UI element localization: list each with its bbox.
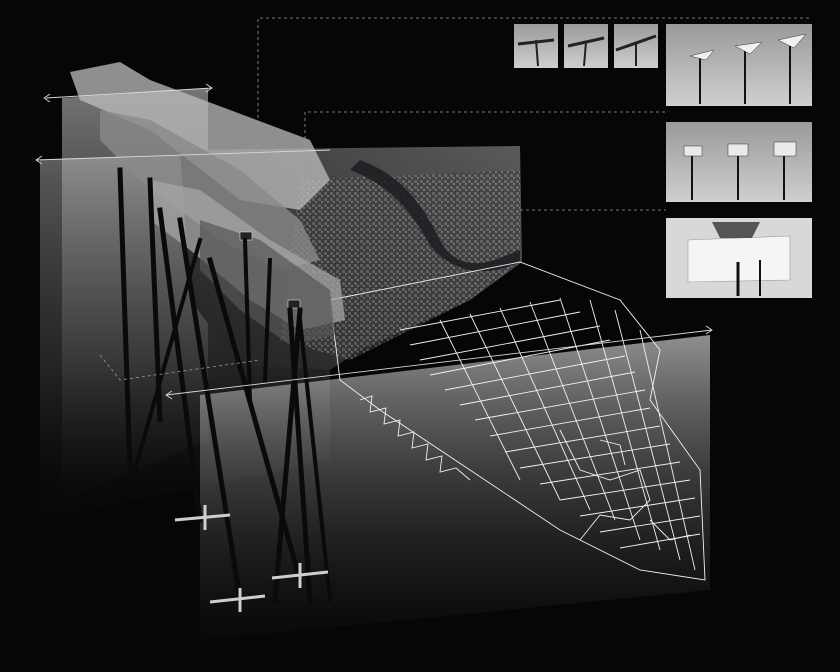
pole [177, 217, 243, 603]
render-panel-poles-a [666, 24, 812, 106]
pole-footings [174, 505, 329, 612]
thumbnail-strip [514, 24, 812, 298]
arrowhead [205, 83, 213, 93]
pole [206, 256, 304, 584]
pole [157, 207, 203, 523]
marker-2 [287, 299, 301, 309]
thumbnail-1 [514, 24, 558, 68]
pole [297, 317, 333, 603]
waterfront-piers [359, 395, 471, 481]
street-grid-b [439, 297, 696, 571]
terrain-mid [100, 110, 320, 270]
thumbnail-3 [614, 24, 658, 68]
render-panel-enclosure [666, 218, 812, 298]
thumbnail-2 [564, 24, 608, 68]
street-grid-c [559, 429, 691, 541]
street-grid-a [399, 299, 701, 549]
footing [209, 594, 266, 604]
terrain-top [70, 62, 330, 210]
arrowhead [165, 390, 173, 400]
pole [242, 237, 253, 403]
arrowhead [705, 325, 713, 335]
arrow-line [35, 149, 331, 161]
leader-to-middle-panel [304, 111, 666, 175]
arrow-line [165, 329, 713, 396]
pole [117, 167, 133, 473]
footing [174, 513, 231, 522]
river [350, 160, 520, 272]
street-map-layer [329, 261, 706, 581]
pole [262, 257, 273, 383]
arrow-line [45, 87, 213, 99]
leader-to-top-row [257, 17, 812, 130]
leader-to-plan [99, 354, 261, 381]
section-arrows [35, 83, 713, 400]
render-panel-poles-b [666, 122, 812, 202]
pole [272, 307, 303, 603]
leader-lines [99, 17, 812, 381]
arrowhead [35, 155, 43, 165]
map-outline [329, 261, 706, 581]
pole [132, 237, 203, 473]
pole [147, 177, 163, 423]
support-structure [117, 167, 333, 603]
arrowhead [43, 93, 51, 103]
